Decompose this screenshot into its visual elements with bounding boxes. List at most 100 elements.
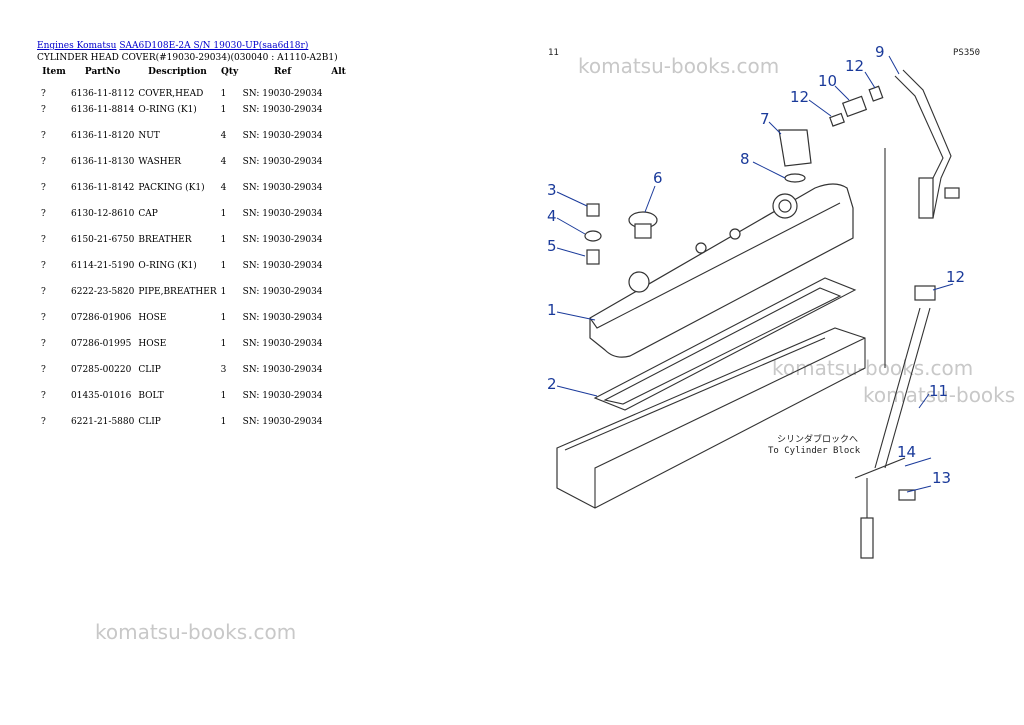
cell-description: NUT [138, 131, 160, 141]
head-cover-drawing [589, 183, 854, 358]
cell-alt [325, 391, 353, 417]
cell-item: ? [41, 131, 46, 141]
cylinder-head-block-drawing [556, 327, 866, 509]
cell-description: O-RING (K1) [138, 105, 197, 115]
note-japanese: シリンダブロックへ [777, 433, 858, 445]
cell-item: ? [41, 105, 46, 115]
cell-description: WASHER [138, 157, 182, 167]
cell-alt [325, 183, 353, 209]
cell-item: ? [41, 235, 46, 245]
callout-4: 4 [547, 207, 557, 225]
header-partno: PartNo [84, 67, 121, 77]
note-to-cylinder-block: To Cylinder Block [768, 446, 861, 456]
cell-item: ? [41, 365, 46, 375]
cell-qty: 1 [220, 391, 227, 401]
cell-item: ? [41, 313, 46, 323]
cell-ref: SN: 19030-29034 [242, 131, 323, 141]
cell-description: BOLT [138, 391, 164, 401]
callout-1: 1 [547, 301, 557, 319]
cell-alt [325, 157, 353, 183]
breather-pipe-drawing [829, 69, 960, 559]
callout-8: 8 [740, 150, 750, 168]
callout-7: 7 [760, 110, 770, 128]
cell-partno: 6136-11-8112 [71, 89, 135, 99]
callout-2: 2 [547, 375, 557, 393]
cell-alt [325, 339, 353, 365]
cell-partno: 6222-23-5820 [71, 287, 135, 297]
cell-description: PIPE,BREATHER [138, 287, 217, 297]
cell-alt [325, 313, 353, 339]
cell-qty: 1 [220, 89, 227, 99]
cell-item: ? [41, 209, 46, 219]
cell-ref: SN: 19030-29034 [242, 417, 323, 427]
callout-6: 6 [653, 169, 663, 187]
callout-10: 10 [818, 72, 837, 90]
cell-qty: 4 [220, 131, 227, 141]
breadcrumb-link-model[interactable]: SAA6D108E-2A S/N 19030-UP(saa6d18r) [119, 41, 309, 51]
cell-partno: 01435-01016 [71, 391, 132, 401]
cell-item: ? [41, 261, 46, 271]
cell-partno: 6136-11-8142 [71, 183, 135, 193]
watermark-top: komatsu-books.com [578, 54, 780, 78]
cell-partno: 07285-00220 [71, 365, 132, 375]
callout-leader-lines [556, 55, 954, 493]
cell-alt [325, 105, 353, 131]
cell-qty: 4 [220, 157, 227, 167]
cell-qty: 1 [220, 235, 227, 245]
diagram-page-number: 11 [548, 48, 559, 58]
watermark-mid: komatsu-books.com [772, 356, 974, 380]
cell-ref: SN: 19030-29034 [242, 183, 323, 193]
cell-alt [325, 365, 353, 391]
breather-drawing [778, 129, 812, 183]
parts-table: Item PartNo Description Qty Ref Alt ?613… [37, 66, 353, 437]
packing-gasket-drawing [593, 277, 857, 411]
header-item: Item [42, 67, 66, 77]
cell-item: ? [41, 339, 46, 349]
cell-item: ? [41, 183, 46, 193]
cell-description: HOSE [138, 313, 167, 323]
cell-qty: 1 [220, 417, 227, 427]
cell-item: ? [41, 287, 46, 297]
cell-description: CLIP [138, 365, 161, 375]
diagram-figure-code: PS350 [953, 48, 980, 58]
cell-item: ? [41, 157, 46, 167]
cell-partno: 6130-12-8610 [71, 209, 135, 219]
cell-alt [325, 131, 353, 157]
cell-ref: SN: 19030-29034 [242, 391, 323, 401]
cell-qty: 1 [220, 261, 227, 271]
cell-alt [325, 235, 353, 261]
cell-partno: 6114-21-5190 [71, 261, 135, 271]
nut-washer-cap-drawing [584, 203, 658, 265]
callout-12-c: 12 [946, 268, 965, 286]
cell-alt [325, 209, 353, 235]
cell-qty: 4 [220, 183, 227, 193]
breadcrumb: Engines Komatsu SAA6D108E-2A S/N 19030-U… [37, 40, 308, 52]
table-row: ? 07285-00220 CLIP 3 SN: 19030-29034 [37, 365, 353, 391]
cell-ref: SN: 19030-29034 [242, 157, 323, 167]
callout-12-b: 12 [845, 57, 864, 75]
cell-qty: 1 [220, 339, 227, 349]
breadcrumb-link-engines[interactable]: Engines Komatsu [37, 41, 117, 51]
cell-description: CLIP [138, 417, 161, 427]
cell-ref: SN: 19030-29034 [242, 89, 323, 99]
cell-description: HOSE [138, 339, 167, 349]
cell-ref: SN: 19030-29034 [242, 105, 323, 115]
cell-ref: SN: 19030-29034 [242, 365, 323, 375]
cell-qty: 3 [220, 365, 227, 375]
cell-partno: 6136-11-8130 [71, 157, 135, 167]
cell-item: ? [41, 417, 46, 427]
header-qty: Qty [220, 67, 239, 77]
cell-ref: SN: 19030-29034 [242, 209, 323, 219]
header-alt: Alt [331, 67, 346, 77]
cell-qty: 1 [220, 287, 227, 297]
